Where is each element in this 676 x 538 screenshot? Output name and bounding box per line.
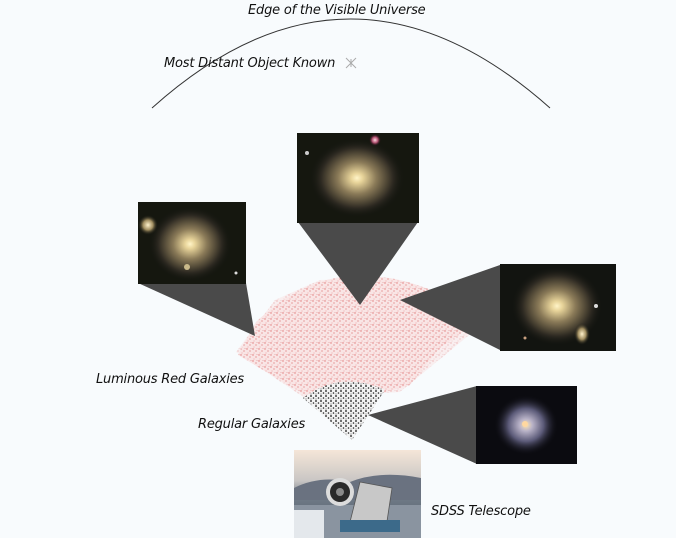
sdss-telescope-image: [294, 450, 421, 538]
regular-survey-fan: [303, 381, 385, 440]
lrg-galaxy-left-image: [138, 202, 246, 284]
lrg-label: Luminous Red Galaxies: [96, 372, 245, 387]
edge-of-universe-label: Edge of the Visible Universe: [248, 3, 426, 18]
regular-galaxy-spiral-image: [476, 386, 577, 464]
sdss-telescope-label: SDSS Telescope: [431, 504, 531, 519]
callout-right: [400, 265, 500, 350]
callout-left: [138, 283, 255, 336]
regular-galaxies-label: Regular Galaxies: [198, 417, 306, 432]
callout-spiral: [368, 386, 477, 464]
callout-top: [298, 222, 418, 305]
lrg-galaxy-right-image: [500, 264, 616, 351]
distant-object-star-icon: [345, 57, 357, 69]
distant-object-label: Most Distant Object Known: [164, 56, 336, 71]
edge-of-universe-arc: [151, 18, 551, 109]
lrg-galaxy-top-image: [297, 133, 419, 223]
